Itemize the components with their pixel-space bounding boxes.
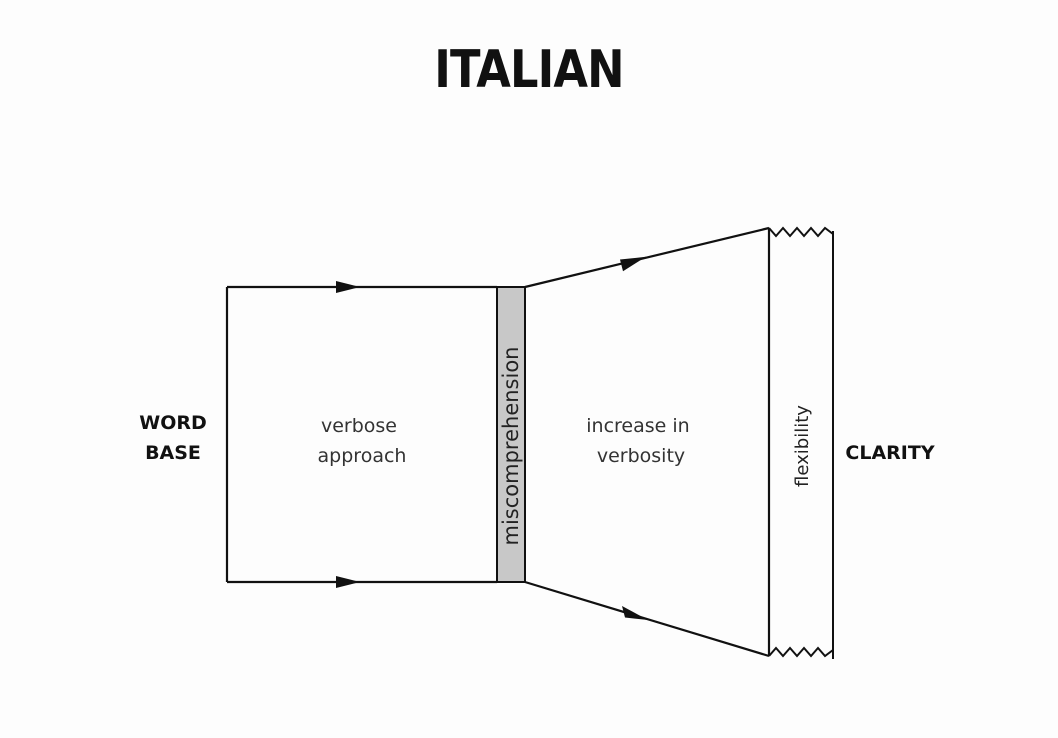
word-base-label: WORD BASE xyxy=(120,408,226,468)
increase-in-verbosity-line-1: increase in xyxy=(586,415,689,437)
miscomprehension-strip xyxy=(496,286,526,583)
flexibility-strip xyxy=(768,226,834,659)
word-base-line-2: BASE xyxy=(145,442,201,464)
verbose-approach-box xyxy=(225,285,497,584)
diagram-title: ITALIAN xyxy=(434,40,624,100)
top-arrow-icon xyxy=(336,281,360,293)
verbose-approach-line-2: approach xyxy=(318,445,407,467)
flexibility-label: flexibility xyxy=(792,405,813,487)
lower-funnel-arrow-icon xyxy=(622,606,648,620)
increase-in-verbosity-line-2: verbosity xyxy=(597,445,685,467)
word-base-line-1: WORD xyxy=(139,412,207,434)
verbosity-funnel xyxy=(524,226,771,658)
verbose-approach-label: verbose approach xyxy=(318,415,407,467)
miscomprehension-label: miscomprehension xyxy=(499,347,523,546)
bottom-arrow-icon xyxy=(336,576,360,588)
increase-in-verbosity-label: increase in verbosity xyxy=(586,415,696,467)
upper-funnel-arrow-icon xyxy=(620,256,646,272)
clarity-label: CLARITY xyxy=(845,442,935,464)
verbose-approach-line-1: verbose xyxy=(321,415,397,437)
